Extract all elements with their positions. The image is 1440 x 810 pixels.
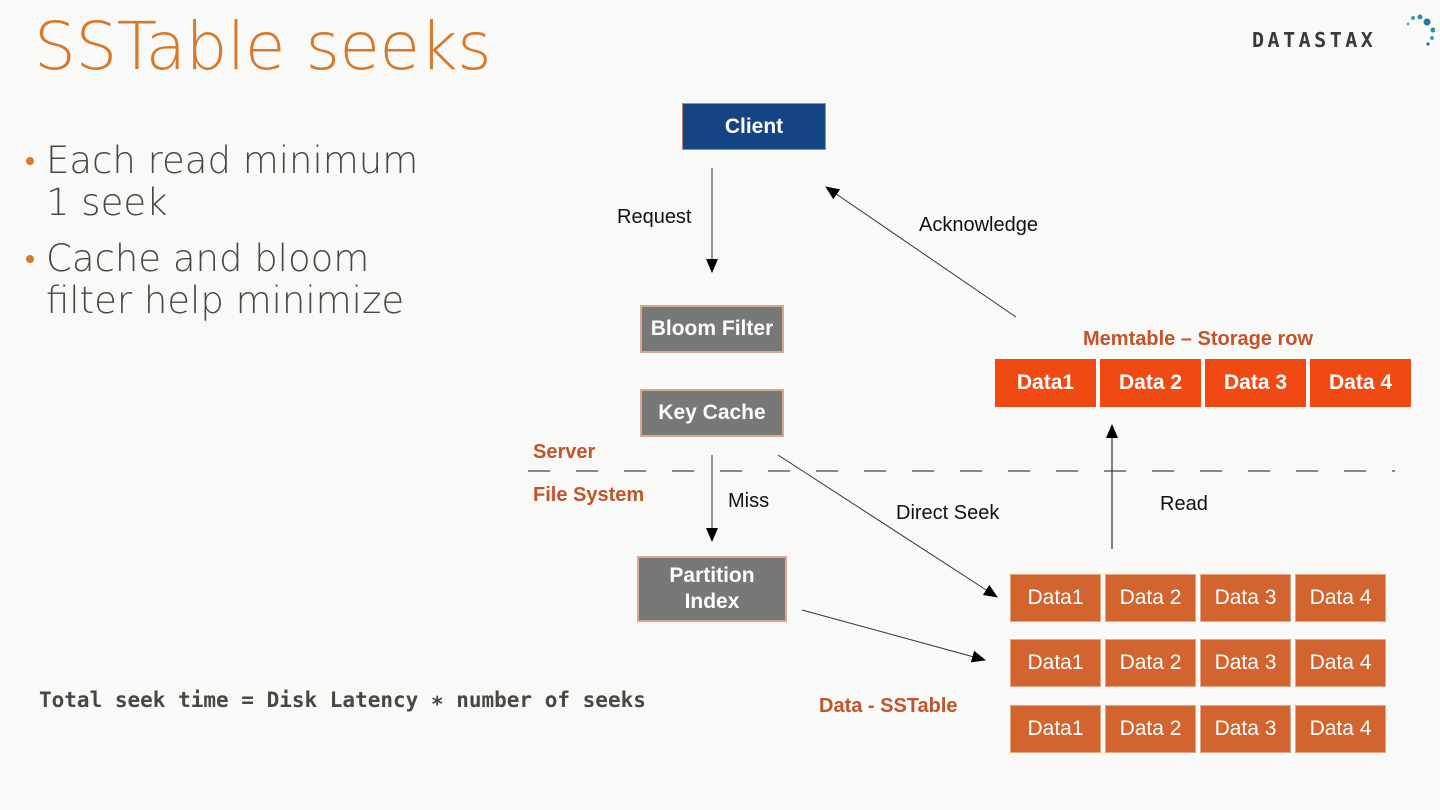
sstable-cell: Data 2 [1105,705,1196,753]
logo-text: DATASTAX [1252,28,1377,52]
bullet-list: Each read minimum 1 seek Cache and bloom… [26,140,446,336]
sstable-row: Data1 Data 2 Data 3 Data 4 [1010,574,1386,622]
direct-seek-label: Direct Seek [896,502,1000,524]
request-label: Request [617,206,692,228]
datastax-dots-icon [1406,14,1435,46]
partition-index-line2: Index [684,590,740,613]
bullet-text: Each read minimum 1 seek [46,139,419,224]
direct-seek-arrow [777,454,998,598]
memtable-cell: Data 2 [1100,359,1201,407]
sstable-cell: Data1 [1010,574,1101,622]
sstable-cell: Data 3 [1200,705,1291,753]
sstable-cell: Data 2 [1105,639,1196,687]
bullet-dot-icon [26,255,34,263]
sstable-cell: Data 4 [1295,574,1386,622]
bullet-item: Cache and bloom filter help minimize [26,238,446,322]
sstable-cell: Data 2 [1105,574,1196,622]
partition-index-line1: Partition [669,564,755,587]
seek-time-formula: Total seek time = Disk Latency ∗ number … [39,688,646,712]
sstable-cell: Data 4 [1295,705,1386,753]
sstable-cell: Data1 [1010,705,1101,753]
bullet-item: Each read minimum 1 seek [26,140,446,224]
partition-to-sstable-arrow [801,609,986,663]
sstable-row: Data1 Data 2 Data 3 Data 4 [1010,639,1386,687]
acknowledge-label: Acknowledge [919,214,1038,236]
sstable-cell: Data1 [1010,639,1101,687]
client-node: Client [682,103,826,150]
bloom-filter-node: Bloom Filter [640,305,784,353]
datastax-logo: DATASTAX [1250,12,1435,57]
bullet-text: Cache and bloom filter help minimize [46,237,405,322]
server-zone-label: Server [533,441,596,463]
sstable-cell: Data 3 [1200,574,1291,622]
memtable-cell: Data1 [995,359,1096,407]
slide-title: SSTable seeks [34,8,492,85]
bullet-dot-icon [26,157,34,165]
sstable-title: Data - SSTable [819,695,958,717]
read-label: Read [1160,493,1208,515]
acknowledge-arrow [825,186,1017,318]
sstable-row: Data1 Data 2 Data 3 Data 4 [1010,705,1386,753]
partition-index-node: Partition Index [637,556,787,622]
miss-label: Miss [728,490,770,512]
sstable-cell: Data 4 [1295,639,1386,687]
file-system-zone-label: File System [533,484,645,506]
memtable-title: Memtable – Storage row [1083,328,1314,350]
sstable-cell: Data 3 [1200,639,1291,687]
key-cache-node: Key Cache [640,389,784,437]
memtable-row: Data1 Data 2 Data 3 Data 4 [995,359,1411,407]
memtable-cell: Data 3 [1205,359,1306,407]
memtable-cell: Data 4 [1310,359,1411,407]
